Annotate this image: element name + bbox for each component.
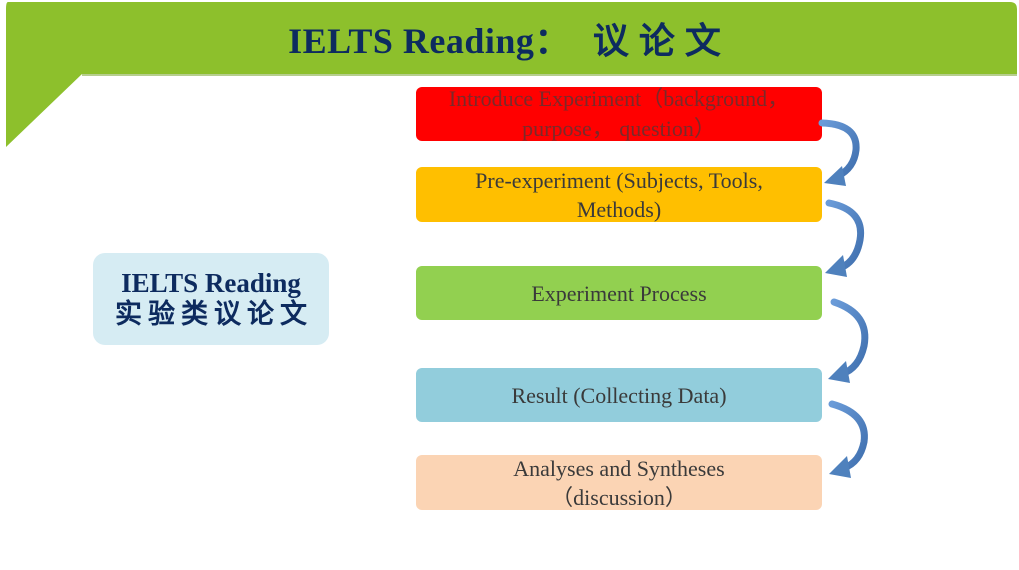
step-label-line1: Introduce Experiment（background， [448,86,790,111]
step-pre-experiment: Pre-experiment (Subjects, Tools, Methods… [416,167,822,222]
step-label-line1: Result (Collecting Data) [511,382,727,408]
step-label-line2: Methods) [576,196,662,222]
step-label-line1: Experiment Process [531,280,707,306]
step-label-line2: purpose， question） [522,116,716,141]
step-label-line2: （discussion） [551,484,687,510]
topic-line-chinese: 实验类议论文 [115,299,313,329]
page-title: IELTS Reading： 议论文 [0,0,1019,76]
topic-line-english: IELTS Reading [121,268,301,298]
step-analyses-syntheses: Analyses and Syntheses （discussion） [416,455,822,510]
step-introduce-experiment: Introduce Experiment（background， purpose… [416,86,822,141]
step-result: Result (Collecting Data) [416,368,822,422]
topic-box: IELTS Reading 实验类议论文 [93,253,329,345]
step-label-line1: Pre-experiment (Subjects, Tools, [475,167,763,193]
title-english: IELTS Reading： [288,21,571,61]
step-label-line1: Analyses and Syntheses [513,455,725,481]
title-chinese: 议论文 [592,21,731,61]
step-experiment-process: Experiment Process [416,266,822,320]
